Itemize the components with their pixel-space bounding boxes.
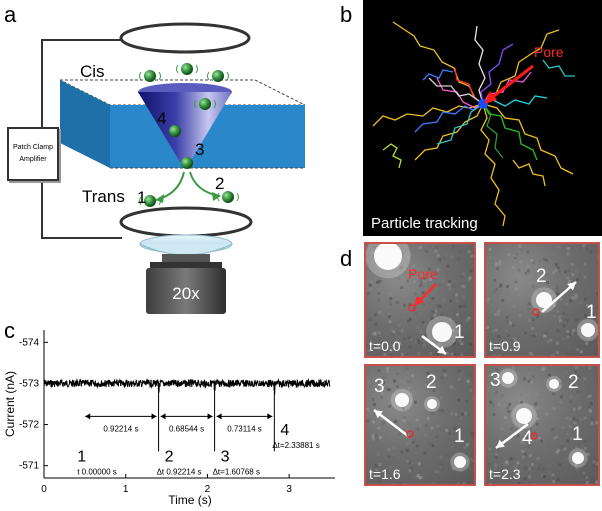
- trajectory-plot: [372, 21, 575, 227]
- interval-label-1: 0.68544 s: [169, 424, 204, 433]
- panel-c-letter: c: [4, 318, 15, 343]
- x-tick-label-0: 0: [41, 484, 47, 495]
- trans-label: Trans: [82, 187, 125, 206]
- pore-dot-3: [530, 432, 538, 440]
- frame-image-1: [486, 244, 598, 356]
- fluorescence-frame-1: 2 1 t=0.9: [484, 242, 600, 358]
- interval-label-0: 0.92214 s: [103, 424, 138, 433]
- circuit-wire-top: [41, 39, 122, 130]
- frame-image-0: [366, 244, 474, 356]
- event-label-3: Δt=1.60768 s: [213, 468, 260, 477]
- particles: [144, 63, 234, 207]
- frame-particle-label-1-0: 2: [536, 266, 547, 287]
- amplifier-label-line2: Amplifier: [19, 156, 47, 163]
- pore-label-b: Pore: [534, 44, 564, 60]
- frame-image-2: [366, 367, 474, 484]
- frame-particle-label-2-0: 3: [374, 376, 385, 397]
- frame-time-label-2: t=1.6: [369, 466, 401, 482]
- x-tick-label-3: 3: [286, 484, 292, 495]
- pore-arrow-b: [489, 64, 534, 101]
- frame-particle-label-0-0: 1: [454, 322, 465, 343]
- panel-b-letter: b: [340, 2, 353, 27]
- event-label-1: t 0.00000 s: [77, 468, 117, 477]
- frame-particle-label-1-1: 1: [586, 302, 597, 323]
- interval-label-2: 0.73114 s: [227, 424, 262, 433]
- frame-particle-label-3-2: 4: [522, 428, 533, 449]
- y-tick-label-3: -571: [19, 461, 39, 472]
- panel-a-letter: a: [4, 2, 17, 27]
- interval-arrow-head-l-0: [85, 413, 91, 420]
- top-electrode-ring: [119, 22, 251, 54]
- x-ticks: 0 1 2 3: [41, 474, 292, 495]
- event-number-1: 1: [77, 449, 86, 466]
- interval-arrow-head-r-1: [207, 413, 213, 420]
- y-tick-label-0: -574: [19, 337, 39, 348]
- fluorescence-frame-0: 1 t=0.0 Pore: [364, 242, 476, 358]
- frame-particle-label-2-1: 2: [426, 372, 437, 393]
- amplifier-label-line1: Patch Clamp: [12, 144, 54, 151]
- y-tick-label-2: -572: [19, 420, 39, 431]
- position-label-2: 2: [215, 174, 225, 193]
- position-label-3: 3: [195, 140, 205, 159]
- frame-time-label-1: t=0.9: [489, 338, 521, 354]
- objective-collar: [162, 254, 210, 264]
- event-number-2: 2: [165, 449, 174, 466]
- event-number-3: 3: [221, 449, 230, 466]
- event-label-4: Δt=2.33881 s: [272, 441, 319, 450]
- x-tick-label-2: 2: [205, 484, 211, 495]
- event-label-2: Δt 0.92214 s: [157, 468, 202, 477]
- x-axis-label: Time (s): [168, 493, 212, 507]
- position-label-4: 4: [157, 109, 167, 128]
- objective-label: 20x: [172, 284, 200, 303]
- x-tick-label-1: 1: [123, 484, 129, 495]
- frame-particle-label-2-2: 1: [454, 426, 465, 447]
- interval-arrow-head-r-2: [267, 413, 273, 420]
- pore-label-d: Pore: [408, 266, 438, 282]
- bottom-electrode-ring: [119, 206, 253, 238]
- interval-arrow-head-l-2: [216, 413, 222, 420]
- pore-dot-2: [406, 430, 414, 438]
- circuit-wire-bottom: [41, 180, 122, 239]
- panel-d-letter: d: [340, 246, 353, 271]
- frame-particle-label-3-1: 2: [568, 372, 579, 393]
- exit-arrow-left: [155, 171, 185, 201]
- nanopore-schematic: [41, 22, 306, 314]
- frame-time-label-0: t=0.0: [369, 338, 401, 354]
- fluorescence-frame-2: 3 2 1 t=1.6: [364, 364, 476, 486]
- particle-tracking-image: Pore Particle tracking: [363, 0, 602, 236]
- membrane-left-face: [60, 80, 110, 168]
- frame-time-label-3: t=2.3: [489, 466, 521, 482]
- event-number-4: 4: [280, 422, 289, 439]
- cis-label: Cis: [80, 62, 105, 81]
- position-label-1: 1: [137, 188, 147, 207]
- pore-cone: [138, 92, 232, 162]
- fluorescence-frame-3: 3 2 4 1 t=2.3: [484, 364, 600, 486]
- y-axis-label: Current (nA): [3, 371, 17, 437]
- y-tick-label-1: -573: [19, 378, 39, 389]
- event-annotations: 0.92214 s 0.68544 s 0.73114 s 1 t 0.00000 s 2…: [77, 381, 320, 477]
- frame-image-3: [487, 366, 598, 484]
- pore-dot-1: [532, 308, 540, 316]
- microscope-objective: [146, 268, 226, 314]
- frame-particle-label-3-0: 3: [490, 370, 501, 391]
- interval-arrow-head-r-0: [151, 413, 157, 420]
- current-trace: [43, 378, 331, 395]
- pore-dot-0: [408, 304, 416, 312]
- current-trace-chart: -574 -573 -572 -571 0 1 2 3 0.92214 s 0.68544 s…: [3, 330, 335, 507]
- interval-arrow-head-l-1: [160, 413, 166, 420]
- patch-clamp-amplifier: Patch Clamp Amplifier: [7, 127, 59, 181]
- frame-particle-label-3-3: 1: [572, 424, 583, 445]
- particle-tracking-caption: Particle tracking: [371, 215, 478, 232]
